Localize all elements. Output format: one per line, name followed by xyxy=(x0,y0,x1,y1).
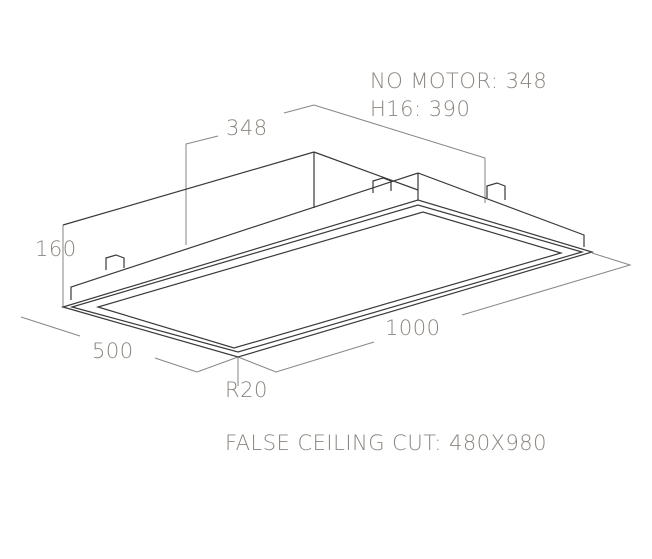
dim-500-line-b xyxy=(154,356,239,373)
dim-348-line-right xyxy=(283,104,486,203)
h16-height-label: H16: 390 xyxy=(370,97,471,121)
dim-1000-line xyxy=(237,341,375,373)
bracket xyxy=(372,177,392,193)
dim-500-line xyxy=(20,316,81,337)
dimension-lines xyxy=(20,104,632,386)
glass-panel xyxy=(95,211,564,349)
no-motor-height-label: NO MOTOR: 348 xyxy=(370,69,548,93)
bracket xyxy=(486,182,506,200)
radius-label: R20 xyxy=(225,378,268,402)
width-500-label: 500 xyxy=(92,339,134,363)
length-1000-label: 1000 xyxy=(385,316,441,340)
dim-1000-line-b xyxy=(461,252,632,316)
height-160-label: 160 xyxy=(35,237,77,261)
depth-348-label: 348 xyxy=(226,116,268,140)
dim-348-line xyxy=(185,135,219,245)
false-ceiling-cut-label: FALSE CEILING CUT: 480X980 xyxy=(225,431,548,455)
outer-frame xyxy=(60,199,595,358)
bracket xyxy=(105,254,125,270)
hood-body xyxy=(60,151,595,358)
frame-inner-edge xyxy=(69,204,585,353)
